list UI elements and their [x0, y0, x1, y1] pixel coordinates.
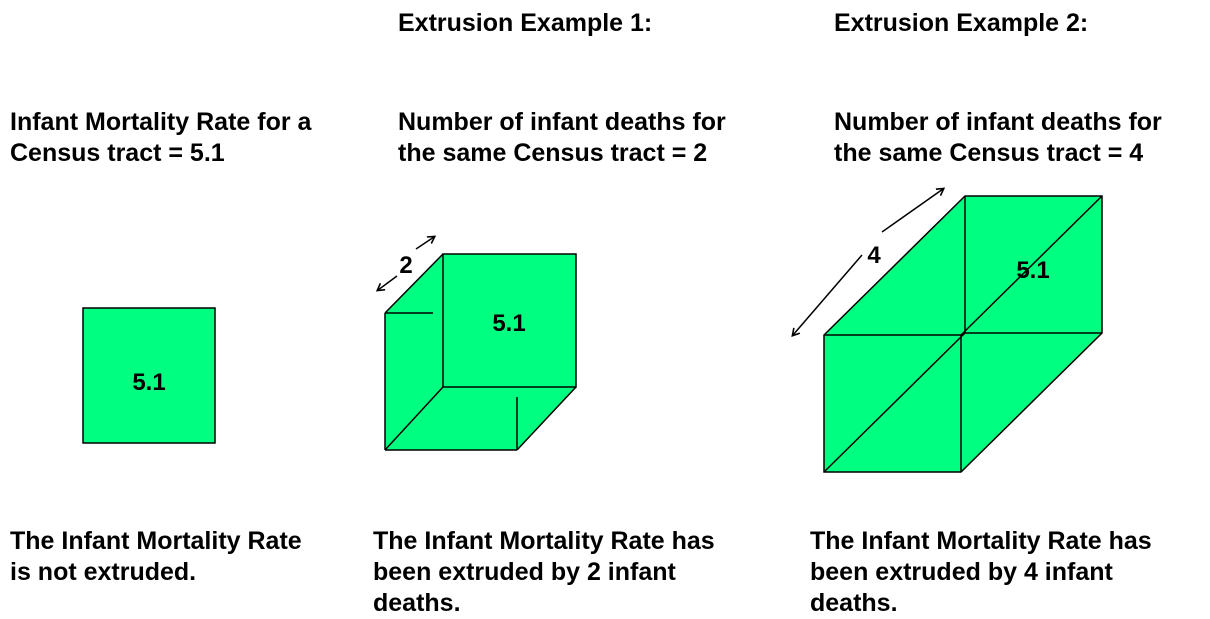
example-1-caption-line-2: the same Census tract = 2 — [398, 139, 708, 167]
example-2-footer-line-1: The Infant Mortality Rate has — [810, 527, 1152, 555]
base-footer-line-2: is not extruded. — [10, 558, 197, 586]
example-2-dimension-arrow-lower — [793, 254, 863, 335]
example-2-caption-line-2: the same Census tract = 4 — [834, 139, 1144, 167]
base-square: 5.1 — [82, 307, 216, 444]
example-1-footer: The Infant Mortality Rate has been extru… — [373, 526, 715, 619]
example-1-footer-line-1: The Infant Mortality Rate has — [373, 527, 715, 555]
base-footer-line-1: The Infant Mortality Rate — [10, 527, 302, 555]
example-2-caption-line-1: Number of infant deaths for — [834, 108, 1162, 136]
example-2-footer: The Infant Mortality Rate has been extru… — [810, 526, 1152, 619]
example-1-back-face — [442, 253, 577, 388]
base-square-face — [82, 307, 216, 444]
example-2-dimension-label: 4 — [867, 242, 881, 269]
example-2-footer-line-3: deaths. — [810, 589, 898, 617]
example-2-edges — [823, 195, 1103, 473]
base-caption-line-2: Census tract = 5.1 — [10, 139, 225, 167]
example-1-dimension: 2 — [378, 237, 434, 290]
example-1-caption-line-1: Number of infant deaths for — [398, 108, 726, 136]
example-2-dimension-arrow-upper — [881, 189, 943, 233]
base-caption: Infant Mortality Rate for a Census tract… — [10, 107, 311, 169]
heading-example-2: Extrusion Example 2: — [834, 9, 1089, 37]
base-footer: The Infant Mortality Rate is not extrude… — [10, 526, 302, 588]
example-2-footer-line-2: been extruded by 4 infant — [810, 558, 1113, 586]
heading-example-1: Extrusion Example 1: — [398, 9, 653, 37]
example-1-caption: Number of infant deaths for the same Cen… — [398, 107, 726, 169]
example-1-cube: 5.1 — [384, 253, 577, 451]
example-1-dimension-arrow-upper — [415, 237, 434, 250]
example-1-cube-label: 5.1 — [492, 310, 525, 337]
example-1-footer-line-3: deaths. — [373, 589, 461, 617]
example-1-footer-line-2: been extruded by 2 infant — [373, 558, 676, 586]
example-2-caption: Number of infant deaths for the same Cen… — [834, 107, 1162, 169]
example-1-dimension-arrow-lower — [378, 275, 398, 290]
example-1-dimension-label: 2 — [399, 252, 412, 279]
example-2-right-face — [961, 196, 1102, 472]
example-2-cube: 5.1 — [823, 195, 1103, 473]
base-square-label: 5.1 — [132, 369, 165, 396]
example-2-top-face — [824, 196, 1102, 335]
example-2-dimension: 4 — [793, 189, 943, 335]
example-1-edges — [384, 253, 577, 451]
base-caption-line-1: Infant Mortality Rate for a — [10, 108, 312, 136]
example-2-cube-label: 5.1 — [1016, 257, 1049, 284]
